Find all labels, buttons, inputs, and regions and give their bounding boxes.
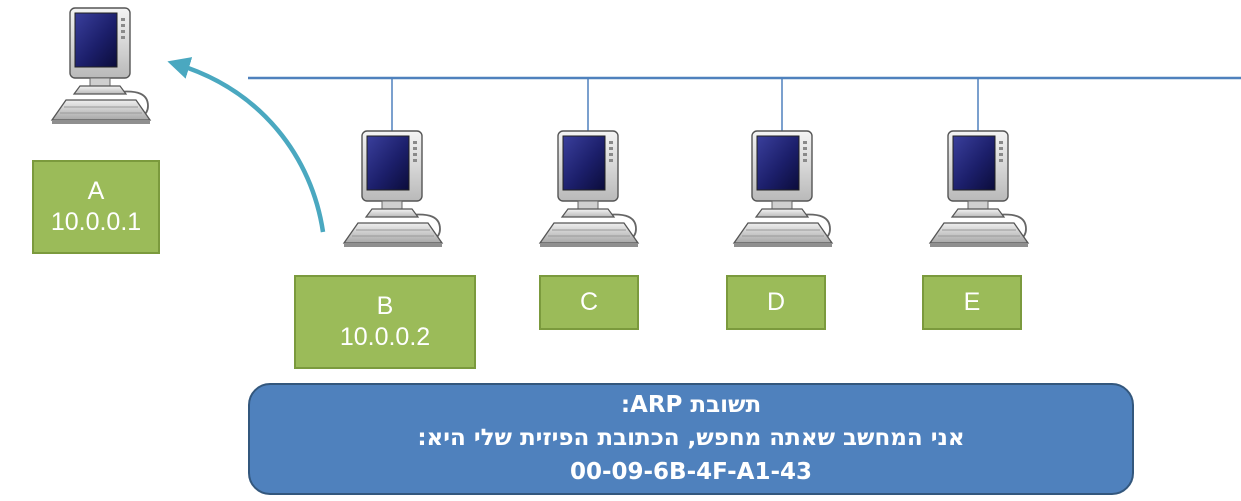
node-label-a: A 10.0.0.1 [32, 160, 160, 254]
computer-e-icon [928, 130, 1030, 247]
node-name: C [579, 287, 599, 316]
node-ip: 10.0.0.1 [50, 208, 142, 236]
node-name: D [766, 287, 786, 316]
callout-title: תשובת ARP: [620, 391, 762, 418]
computer-a-icon [50, 7, 152, 124]
node-name: A [87, 176, 105, 205]
node-label-c: C [539, 275, 639, 330]
node-label-d: D [726, 275, 826, 330]
node-name: B [376, 291, 394, 320]
curved-arrow-icon [167, 57, 326, 233]
node-label-e: E [922, 275, 1022, 330]
computer-d-icon [732, 130, 834, 247]
node-label-b: B 10.0.0.2 [294, 275, 476, 369]
callout-message: אני המחשב שאתה מחפש, הכתובת הפיזית שלי ה… [417, 425, 965, 452]
callout-mac-address: 00-09-6B-4F-A1-43 [569, 458, 813, 485]
computer-c-icon [538, 130, 640, 247]
node-name: E [963, 287, 981, 316]
node-ip: 10.0.0.2 [339, 323, 431, 351]
computer-b-icon [342, 130, 444, 247]
arp-reply-callout: תשובת ARP: אני המחשב שאתה מחפש, הכתובת ה… [248, 383, 1134, 495]
